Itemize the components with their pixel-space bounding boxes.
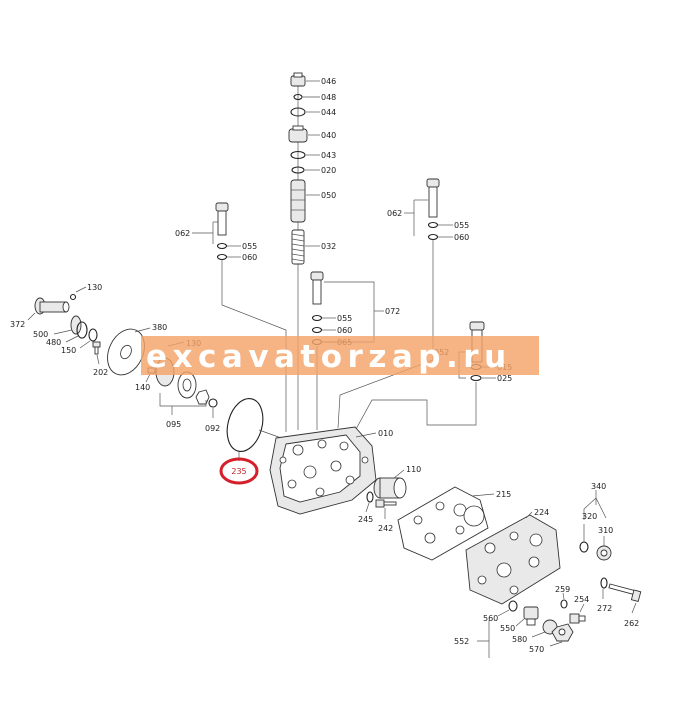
part-110-filter	[373, 477, 407, 499]
callout-055-left: 055	[242, 242, 257, 251]
part-062-left-valve	[215, 202, 229, 236]
callout-224: 224	[534, 508, 549, 517]
part-215-gasket	[397, 486, 489, 561]
part-130-small-ball	[69, 293, 77, 301]
callout-130-top: 130	[87, 283, 102, 292]
callout-110: 110	[406, 465, 421, 474]
part-062-right-valve	[426, 178, 440, 218]
callout-480: 480	[46, 338, 61, 347]
callout-580: 580	[512, 635, 527, 644]
callout-262: 262	[624, 619, 639, 628]
part-043-oring	[290, 150, 306, 160]
callout-254: 254	[574, 595, 589, 604]
part-245-washer	[366, 491, 374, 503]
part-072-valve	[310, 271, 324, 305]
callout-060-center: 060	[337, 326, 352, 335]
callout-259: 259	[555, 585, 570, 594]
callout-372: 372	[10, 320, 25, 329]
part-060-oring-right	[427, 233, 439, 241]
callout-062-left: 062	[175, 229, 190, 238]
part-560-oring	[508, 600, 518, 612]
callout-060-right: 060	[454, 233, 469, 242]
part-048-oring	[293, 93, 303, 101]
callout-055-center: 055	[337, 314, 352, 323]
part-010-housing	[269, 426, 377, 515]
part-025-oring	[470, 374, 482, 382]
callout-560: 560	[483, 614, 498, 623]
callout-202: 202	[93, 368, 108, 377]
part-254-plug	[569, 613, 586, 624]
part-320-oring	[579, 541, 589, 553]
part-092-ring	[208, 398, 218, 408]
part-032-spring	[291, 229, 305, 265]
callout-055-right: 055	[454, 221, 469, 230]
highlight-ring	[219, 457, 259, 485]
callout-032: 032	[321, 242, 336, 251]
part-050-spool	[290, 179, 306, 223]
callout-048: 048	[321, 93, 336, 102]
part-040-plug	[288, 125, 308, 143]
part-055-oring-left	[216, 242, 228, 250]
part-550-fitting	[523, 606, 539, 626]
part-060-oring-left	[216, 253, 228, 261]
part-570-cap	[551, 623, 574, 642]
callout-062-right: 062	[387, 209, 402, 218]
callout-092: 092	[205, 424, 220, 433]
callout-040: 040	[321, 131, 336, 140]
part-055-oring-center	[311, 314, 323, 322]
callout-235: 235	[231, 467, 246, 476]
part-262-bolt	[608, 583, 642, 603]
part-259-washer	[560, 599, 568, 609]
part-150-oring	[88, 328, 98, 342]
part-055-oring-right	[427, 221, 439, 229]
part-272-washer	[600, 577, 608, 589]
callout-500: 500	[33, 330, 48, 339]
part-372-shaft	[34, 297, 70, 315]
callout-025: 025	[497, 374, 512, 383]
part-202-screw	[92, 341, 101, 355]
watermark-band	[141, 336, 539, 375]
callout-245: 245	[358, 515, 373, 524]
part-044-washer	[290, 107, 306, 117]
callout-072: 072	[385, 307, 400, 316]
part-380-swash-plate	[107, 328, 145, 376]
callout-340: 340	[591, 482, 606, 491]
callout-380: 380	[152, 323, 167, 332]
callout-320: 320	[582, 512, 597, 521]
part-060-oring-center	[311, 326, 323, 334]
callout-215: 215	[496, 490, 511, 499]
callout-095: 095	[166, 420, 181, 429]
part-020-oring	[291, 166, 305, 174]
callout-060-left: 060	[242, 253, 257, 262]
callout-272: 272	[597, 604, 612, 613]
part-242-bolt	[375, 499, 397, 508]
callout-010: 010	[378, 429, 393, 438]
callout-570: 570	[529, 645, 544, 654]
callout-150: 150	[61, 346, 76, 355]
watermark-text: excavatorzap.ru	[146, 339, 512, 375]
callout-043: 043	[321, 151, 336, 160]
callout-552: 552	[454, 637, 469, 646]
callout-050: 050	[321, 191, 336, 200]
callout-550: 550	[500, 624, 515, 633]
part-500-bushing	[70, 315, 82, 335]
callout-020: 020	[321, 166, 336, 175]
part-224-cover	[465, 514, 561, 605]
part-235-oring	[226, 398, 264, 452]
callout-046: 046	[321, 77, 336, 86]
part-310-plug	[596, 545, 612, 561]
part-480-seal	[76, 321, 88, 339]
callout-242: 242	[378, 524, 393, 533]
part-046-plug	[290, 72, 306, 87]
callout-140: 140	[135, 383, 150, 392]
callout-310: 310	[598, 526, 613, 535]
callout-044: 044	[321, 108, 336, 117]
